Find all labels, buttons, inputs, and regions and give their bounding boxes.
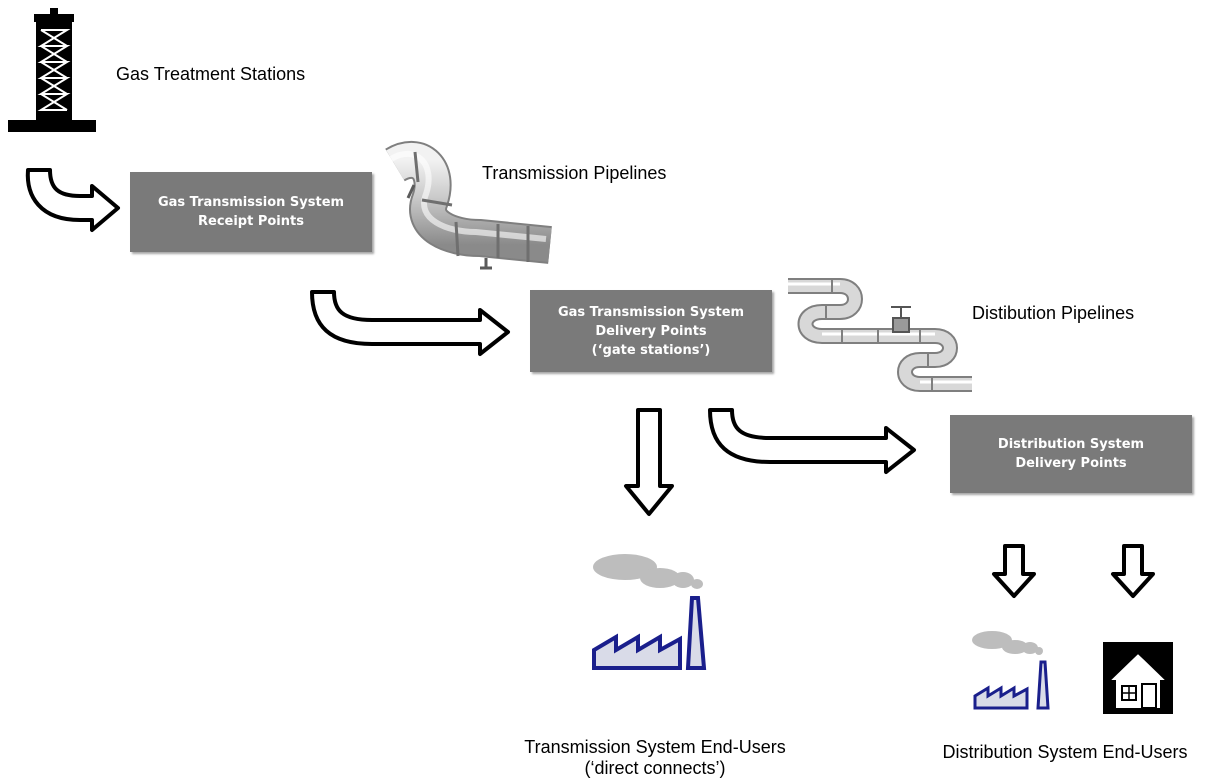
oil-derrick-icon — [8, 8, 96, 132]
gas-treatment-label: Gas Treatment Stations — [116, 64, 306, 84]
arrow-down-house-icon — [1111, 544, 1155, 598]
distribution-pipelines-label: Distibution Pipelines — [972, 303, 1135, 323]
delivery-box-line2: Delivery Points — [595, 323, 707, 339]
transmission-end-users-line2: (‘direct connects’) — [584, 758, 726, 778]
receipt-box-line1: Gas Transmission System — [157, 195, 345, 210]
arrow-down-transmission-icon — [624, 408, 674, 516]
arrow-to-delivery-icon — [310, 290, 510, 356]
distribution-box-line1: Distribution System — [997, 437, 1145, 452]
factory-icon — [592, 554, 707, 670]
delivery-box-line1: Gas Transmission System — [557, 304, 745, 320]
transmission-end-users-line1: Transmission System End-Users — [524, 737, 786, 757]
house-icon — [1103, 642, 1173, 714]
receipt-box-line2: Receipt Points — [198, 214, 304, 229]
pipeline-icon — [385, 141, 552, 270]
arrow-to-distribution-icon — [708, 408, 916, 474]
small-factory-icon — [972, 631, 1050, 710]
transmission-pipelines-label: Transmission Pipelines — [482, 163, 667, 183]
arrow-down-factory-icon — [992, 544, 1036, 598]
delivery-box-line3: (‘gate stations’) — [591, 342, 711, 358]
arrow-to-receipt-icon — [25, 168, 120, 232]
transmission-end-users-label: Transmission System End-Users (‘direct c… — [480, 737, 830, 779]
distribution-points-box: Distribution System Delivery Points — [950, 415, 1192, 493]
distribution-pipe-icon — [788, 278, 972, 392]
distribution-end-users-label: Distribution System End-Users — [942, 742, 1188, 762]
receipt-points-box: Gas Transmission System Receipt Points — [130, 172, 372, 252]
distribution-box-line2: Delivery Points — [1015, 456, 1127, 471]
delivery-points-box: Gas Transmission System Delivery Points … — [530, 290, 772, 372]
